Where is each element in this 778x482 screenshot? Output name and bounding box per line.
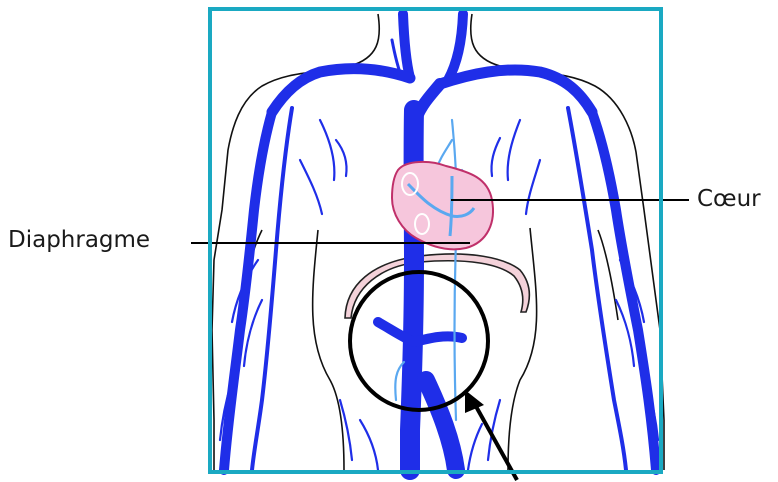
- heart-label: Cœur: [697, 186, 761, 212]
- diaphragm-label: Diaphragme: [8, 227, 150, 253]
- diaphragm-shape: [345, 254, 529, 318]
